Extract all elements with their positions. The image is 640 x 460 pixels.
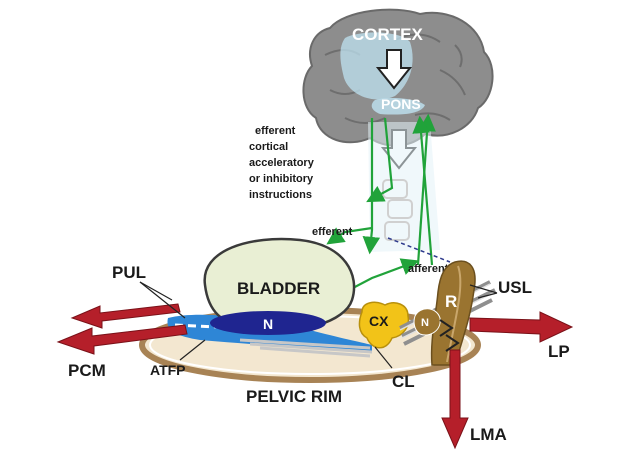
pul-label: PUL [112, 263, 146, 282]
note-line-4: or inhibitory [249, 173, 314, 185]
pons-label: PONS [381, 96, 421, 112]
rectum [430, 260, 476, 366]
cervix [358, 301, 410, 349]
label-pointers [139, 281, 498, 369]
note-line-3: acceleratory [249, 157, 315, 169]
levator-fibers [239, 338, 373, 358]
lp-label: LP [548, 342, 570, 361]
usl-label: USL [498, 278, 532, 297]
cortex-label: CORTEX [352, 25, 424, 44]
perineal-body-links [439, 319, 460, 352]
red-force-arrow-icon [56, 303, 574, 450]
uterine-n-label: N [421, 317, 429, 329]
efferent-label: efferent [312, 226, 353, 238]
atfp-label: ATFP [150, 362, 186, 378]
lma-label: LMA [470, 425, 507, 444]
bladder-n-label: N [263, 316, 273, 332]
cl-label: CL [392, 372, 415, 391]
efferent-note: efferent cortical acceleratory or inhibi… [249, 125, 315, 201]
uterine-n-node [413, 308, 441, 336]
bladder-label: BLADDER [237, 279, 320, 298]
r-label: R [445, 292, 457, 311]
cx-label: CX [369, 313, 389, 329]
note-line-1: efferent [255, 125, 296, 137]
note-line-5: instructions [249, 189, 312, 201]
hollow-down-arrow-icon [375, 49, 413, 90]
pcm-label: PCM [68, 361, 106, 380]
pelvic-rim-label: PELVIC RIM [246, 387, 342, 406]
note-line-2: cortical [249, 141, 288, 153]
bladder-n-node [210, 311, 326, 335]
afferent-label: afferent [408, 263, 449, 275]
